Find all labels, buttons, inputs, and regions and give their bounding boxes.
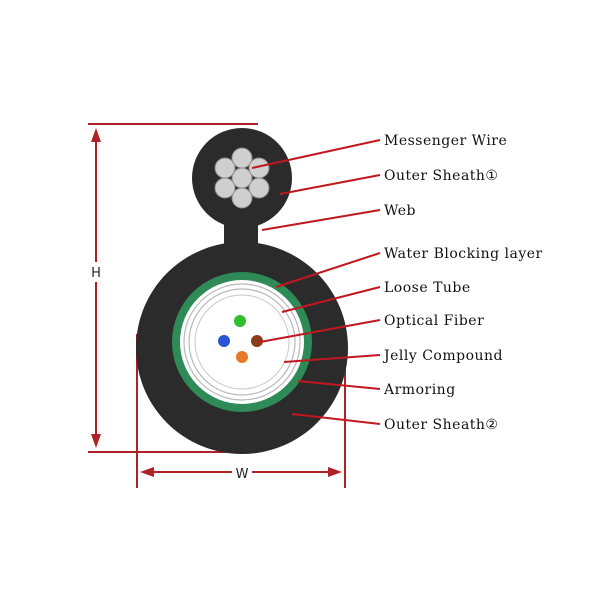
height-arrow-top xyxy=(91,128,101,142)
loose-tube-ring xyxy=(183,283,301,401)
width-arrow-left xyxy=(140,467,154,477)
label-water-blocking-layer: Water Blocking layer xyxy=(384,246,543,262)
leader-loose-tube xyxy=(281,286,381,313)
width-dimension: W xyxy=(136,334,346,488)
messenger-wire-strands xyxy=(214,147,270,209)
height-label-bg xyxy=(86,262,106,282)
leader-outer-sheath-1 xyxy=(279,174,381,195)
width-label-bg xyxy=(232,462,252,482)
optical-fiber-brown xyxy=(251,335,263,347)
jelly-compound-area xyxy=(194,294,290,390)
label-optical-fiber: Optical Fiber xyxy=(384,313,484,329)
leader-messenger-wire xyxy=(251,139,381,169)
wire-strand xyxy=(231,187,253,209)
height-dimension: H xyxy=(86,123,258,453)
loose-tube-ring-inner xyxy=(188,288,296,396)
height-arrow-bottom xyxy=(91,434,101,448)
leader-outer-sheath-2 xyxy=(291,413,381,425)
label-armoring: Armoring xyxy=(383,382,456,398)
label-messenger-wire: Messenger Wire xyxy=(384,133,507,149)
wire-strand xyxy=(214,157,236,179)
leader-armoring xyxy=(297,380,381,390)
leader-optical-fiber xyxy=(259,319,381,343)
leader-lines xyxy=(251,139,381,425)
width-label: W xyxy=(236,467,249,482)
leader-web xyxy=(261,209,381,231)
optical-fiber-orange xyxy=(236,351,248,363)
leader-water-blocking-layer xyxy=(275,252,381,288)
wire-strand xyxy=(214,177,236,199)
height-label: H xyxy=(91,266,101,281)
label-jelly-compound: Jelly Compound xyxy=(382,348,503,364)
label-loose-tube: Loose Tube xyxy=(384,280,471,296)
label-outer-sheath-2: Outer Sheath② xyxy=(384,417,498,433)
label-web: Web xyxy=(384,203,416,219)
optical-fiber-green xyxy=(234,315,246,327)
wire-strand xyxy=(248,177,270,199)
wire-strand xyxy=(231,147,253,169)
leader-jelly-compound xyxy=(283,354,381,363)
optical-fiber-blue xyxy=(218,335,230,347)
label-outer-sheath-1: Outer Sheath① xyxy=(384,168,498,184)
callout-labels: Messenger Wire Outer Sheath① Web Water B… xyxy=(382,133,543,433)
messenger-unit xyxy=(192,128,292,250)
main-cable-body xyxy=(136,242,348,454)
width-arrow-right xyxy=(328,467,342,477)
